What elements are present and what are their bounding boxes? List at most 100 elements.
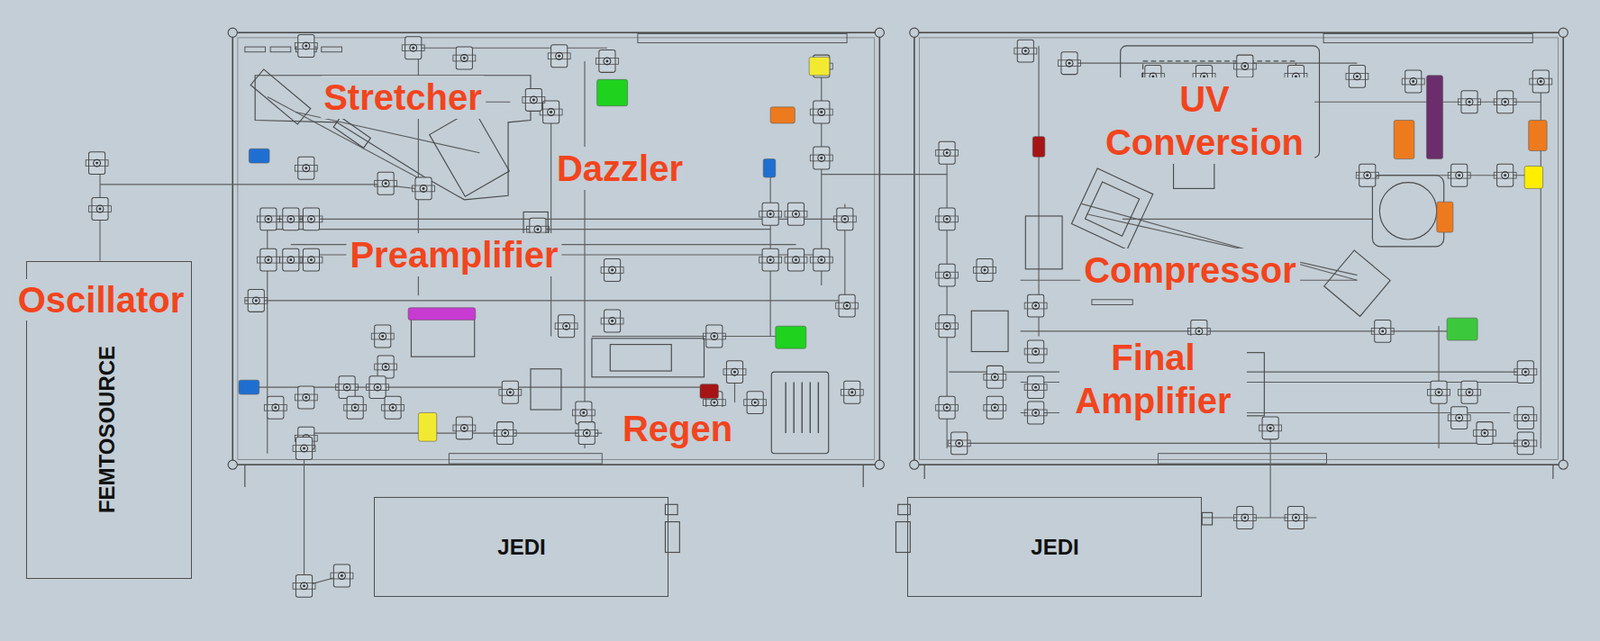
mount-post (936, 216, 959, 223)
optic (943, 322, 951, 330)
optic (818, 256, 826, 264)
breadboard (232, 32, 880, 465)
mount-post (401, 45, 425, 52)
optic-mount (330, 564, 354, 588)
optic-center (309, 258, 313, 262)
optic (981, 266, 989, 274)
beam-path (1020, 330, 1470, 332)
optic-mount (784, 202, 808, 226)
optic-mount (493, 422, 517, 446)
beam-path (267, 228, 771, 230)
breadboard-inner (919, 37, 1559, 461)
optic-mount (1514, 407, 1537, 430)
optic-center (289, 218, 292, 221)
mount-post (1458, 389, 1482, 396)
mount-post (371, 333, 394, 340)
optic (710, 399, 719, 407)
mount-post (374, 363, 398, 371)
optic-mount (702, 325, 726, 348)
optic (381, 180, 390, 188)
oscillator-box: OscillatorFEMTOSOURCE (26, 261, 192, 580)
mount-body (836, 208, 854, 231)
optic-center (536, 227, 539, 231)
optic (1241, 63, 1249, 71)
optic-center (819, 258, 823, 262)
mount-post (983, 373, 1007, 381)
section-label: Dazzler (553, 146, 687, 191)
optical-component (770, 107, 795, 124)
optic-mount (600, 259, 624, 282)
mount-body (1262, 417, 1279, 440)
optic-mount (539, 100, 563, 124)
optical-component (775, 326, 807, 349)
optic (1032, 302, 1040, 310)
optic-center (1269, 427, 1273, 430)
pump-connector (1201, 512, 1212, 526)
optic-center (769, 212, 773, 216)
mount-body (938, 396, 955, 419)
optic-mount (1024, 376, 1047, 400)
optic-center (945, 151, 949, 155)
mount-body (1517, 361, 1534, 384)
optic (419, 184, 428, 192)
optic-center (422, 187, 426, 191)
optic-mount (453, 417, 476, 440)
board-corner (227, 27, 237, 37)
optic-mount (374, 355, 398, 379)
optic-center (581, 411, 585, 415)
optic-mount (499, 381, 522, 404)
optic (955, 439, 964, 447)
mount-post (1401, 78, 1425, 85)
optic-mount (547, 45, 571, 68)
optic (264, 215, 273, 223)
optic-center (945, 406, 949, 410)
optical-component (418, 412, 437, 442)
board-corner (1558, 460, 1568, 470)
optic (580, 409, 588, 417)
optic-mount (1355, 163, 1379, 187)
optic (287, 215, 295, 223)
device-name: FEMTOSOURCE (94, 345, 120, 514)
mount-body (501, 381, 519, 404)
optic-center (549, 110, 553, 114)
mount-post (292, 582, 316, 590)
optic-center (610, 319, 614, 323)
mount-post (1447, 172, 1471, 179)
optic (943, 272, 951, 280)
optical-component (1426, 75, 1443, 160)
mount-post (702, 333, 726, 340)
beam-path (1270, 427, 1272, 519)
optic-center (532, 98, 536, 101)
board-leg (1552, 464, 1554, 480)
optic (1465, 98, 1473, 106)
optic-center (302, 447, 306, 451)
optic-center (945, 273, 949, 277)
mount-body (938, 141, 955, 164)
beam-path (100, 183, 380, 185)
optic-center (1068, 62, 1072, 65)
optic-center (1243, 517, 1246, 520)
optic-mount (374, 172, 398, 195)
optical-component (1524, 166, 1543, 190)
mount-body (302, 208, 319, 231)
optic-center (845, 304, 849, 308)
optic-center (381, 335, 384, 338)
optic-mount (836, 294, 859, 318)
mount-body (247, 289, 264, 312)
mount-post (89, 206, 112, 213)
optic (766, 256, 774, 264)
optic-center (557, 54, 561, 58)
optical-component (1528, 120, 1547, 152)
optic-mount (1493, 90, 1517, 114)
mount-body (1236, 507, 1254, 530)
optic-mount (292, 574, 316, 598)
mount-post (1233, 515, 1256, 522)
optic-mount (1233, 54, 1256, 78)
mount-body (346, 396, 364, 419)
optic-center (794, 212, 798, 216)
mount-body (89, 152, 106, 175)
optic-center (1524, 371, 1528, 374)
board-slot (321, 46, 343, 53)
optic-mount (1024, 294, 1047, 318)
mount-body (282, 248, 300, 272)
